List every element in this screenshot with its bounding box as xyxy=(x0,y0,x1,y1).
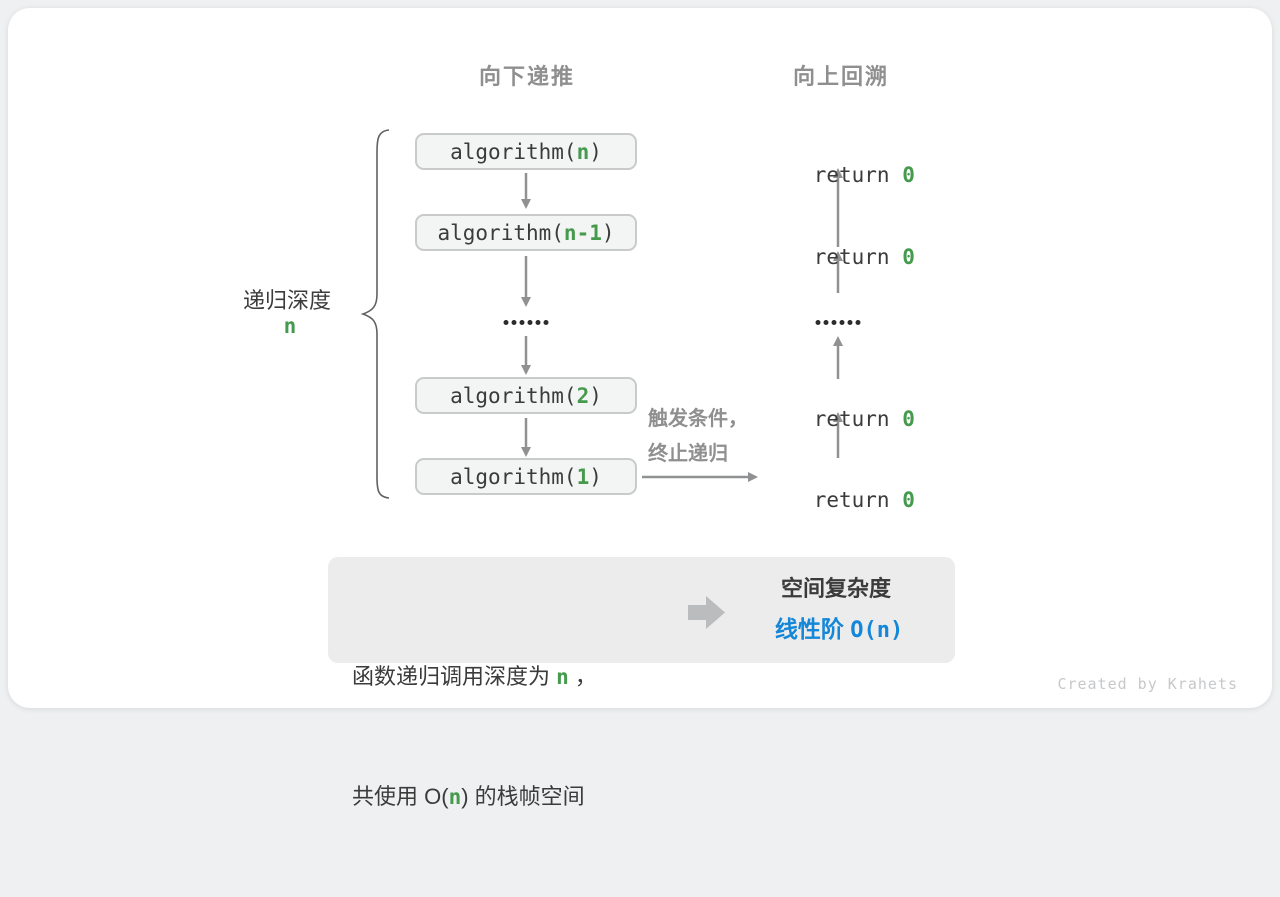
space-complexity-result: 线性阶 O(n) xyxy=(775,610,903,644)
call-arg: 2 xyxy=(576,383,590,408)
return-keyword: return xyxy=(813,245,903,269)
call-arg: 1 xyxy=(576,464,590,489)
return-value: 0 xyxy=(902,407,915,431)
dot xyxy=(815,319,821,325)
ellipsis-dots xyxy=(815,318,861,326)
return-statement: return 0 xyxy=(739,221,939,293)
return-statement: return 0 xyxy=(739,383,939,455)
call-text: algorithm( xyxy=(450,383,577,408)
summary-var: n xyxy=(448,785,462,809)
summary-panel xyxy=(328,557,955,663)
recursion-space-complexity-diagram: 向下递推 向上回溯 递归深度 n algorithm(n) algorithm(… xyxy=(8,8,1272,809)
dot xyxy=(823,319,829,325)
call-box-n: algorithm(n) xyxy=(415,133,637,170)
depth-label: 递归深度 xyxy=(242,288,332,313)
call-text: ) xyxy=(589,464,602,489)
summary-line1: 函数递归调用深度为 n ， xyxy=(352,657,597,697)
header-upward-backtracking: 向上回溯 xyxy=(792,64,890,89)
call-text: ) xyxy=(589,383,602,408)
dot xyxy=(511,319,517,325)
return-value: 0 xyxy=(902,488,915,512)
trigger-note-line2: 终止递归 xyxy=(648,443,728,465)
summary-explanation: 函数递归调用深度为 n ， 共使用 O(n) 的栈帧空间 xyxy=(352,577,597,897)
summary-line2: 共使用 O(n) 的栈帧空间 xyxy=(352,777,597,817)
dot xyxy=(855,319,861,325)
call-text: ) xyxy=(589,139,602,164)
complexity-order-label: 线性阶 xyxy=(774,616,851,642)
big-o-notation: O(n) xyxy=(850,618,904,643)
call-arg: n xyxy=(576,139,590,164)
summary-text: 共使用 O( xyxy=(352,784,449,809)
return-statement: return 0 xyxy=(739,139,939,211)
summary-var: n xyxy=(556,665,569,689)
return-keyword: return xyxy=(813,488,903,512)
call-text: algorithm( xyxy=(437,220,564,245)
trigger-note-line1: 触发条件， xyxy=(648,408,748,430)
call-text: algorithm( xyxy=(450,464,577,489)
call-text: ) xyxy=(601,220,615,245)
space-complexity-title: 空间复杂度 xyxy=(780,576,892,601)
dot xyxy=(527,319,533,325)
header-downward-recursion: 向下递推 xyxy=(478,64,576,89)
return-keyword: return xyxy=(813,163,903,187)
dot xyxy=(543,319,549,325)
call-box-n-1: algorithm(n-1) xyxy=(415,214,637,251)
return-value: 0 xyxy=(902,163,915,187)
return-value: 0 xyxy=(902,245,915,269)
trigger-note: 触发条件， 终止递归 xyxy=(648,402,748,472)
dot xyxy=(831,319,837,325)
dot xyxy=(503,319,509,325)
call-text: algorithm( xyxy=(450,139,577,164)
summary-text: ， xyxy=(568,664,597,689)
call-box-2: algorithm(2) xyxy=(415,377,637,414)
return-keyword: return xyxy=(813,407,903,431)
call-box-1: algorithm(1) xyxy=(415,458,637,495)
implies-arrow-icon xyxy=(688,596,725,629)
call-arg: n-1 xyxy=(563,220,602,245)
dot xyxy=(535,319,541,325)
dot xyxy=(519,319,525,325)
depth-variable: n xyxy=(283,314,297,338)
summary-text: 函数递归调用深度为 xyxy=(352,664,557,689)
summary-text: ) 的栈帧空间 xyxy=(461,784,585,809)
dot xyxy=(847,319,853,325)
credit-text: Created by Krahets xyxy=(1057,675,1238,693)
dot xyxy=(839,319,845,325)
ellipsis-dots xyxy=(503,318,549,326)
return-statement: return 0 xyxy=(739,464,939,536)
